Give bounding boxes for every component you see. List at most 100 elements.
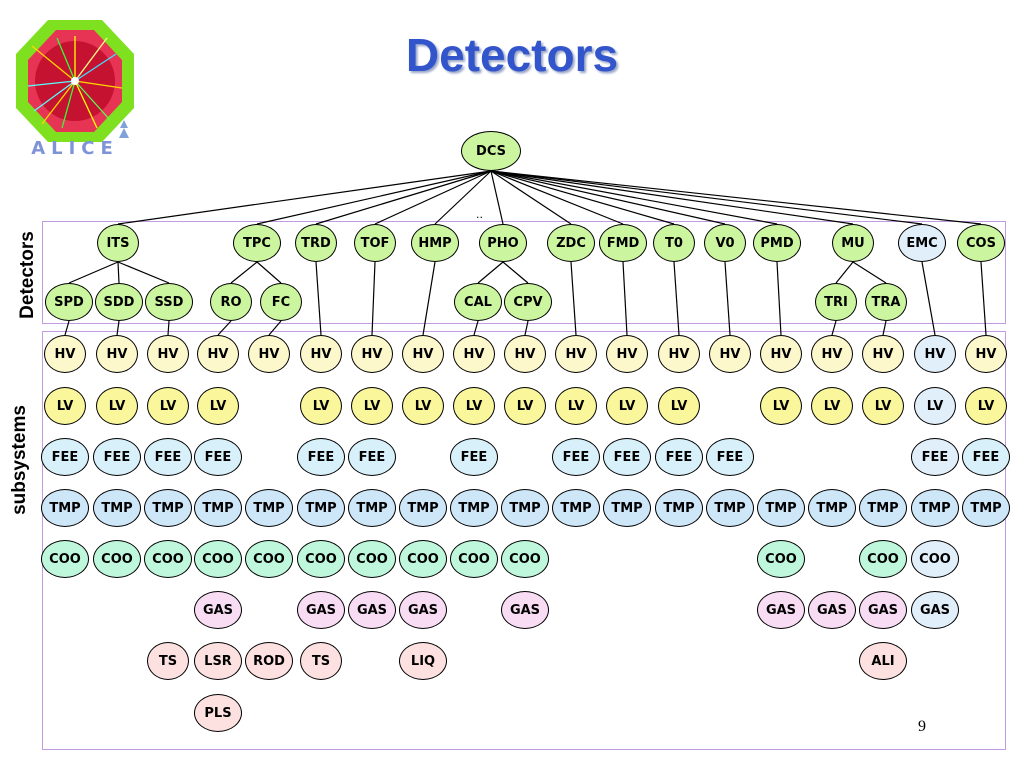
edge-pmd-subsystems: [776, 261, 782, 336]
subsystem-trd-ts: TS: [300, 642, 342, 680]
edge-tpc-fc: [256, 261, 282, 284]
subsystem-tri-gas: GAS: [808, 591, 856, 629]
subsystem-tri-hv: HV: [811, 335, 853, 373]
subsystem-t0-tmp: TMP: [655, 489, 703, 527]
detector-fmd: FMD: [599, 224, 647, 262]
subsystem-t0-hv: HV: [658, 335, 700, 373]
edge-cos-subsystems: [980, 261, 987, 336]
subsystem-trd-gas: GAS: [297, 591, 345, 629]
subsystem-hmp-tmp: TMP: [399, 489, 447, 527]
detector-trd: TRD: [295, 224, 337, 262]
subsystem-ro-hv: HV: [197, 335, 239, 373]
subsystem-tri-lv: LV: [811, 387, 853, 425]
edge-dcs-its: [117, 170, 492, 225]
subsystem-tof-lv: LV: [351, 387, 393, 425]
edge-hmp-subsystems: [422, 261, 436, 336]
edge-trd-subsystems: [315, 261, 322, 336]
subsystem-ssd-fee: FEE: [144, 438, 192, 476]
node-dcs: DCS: [461, 131, 521, 171]
edge-cal-subsystems: [473, 320, 479, 336]
subsystem-cpv-gas: GAS: [501, 591, 549, 629]
subdetector-sdd: SDD: [95, 283, 143, 321]
edge-dcs-zdc: [490, 170, 572, 225]
subsystem-hmp-hv: HV: [402, 335, 444, 373]
subsystem-sdd-tmp: TMP: [93, 489, 141, 527]
detector-pmd: PMD: [753, 224, 801, 262]
edge-fmd-subsystems: [622, 261, 628, 336]
subsystem-tra-lv: LV: [862, 387, 904, 425]
subdetector-tra: TRA: [865, 283, 907, 321]
subsystem-sdd-fee: FEE: [93, 438, 141, 476]
subsystem-tri-tmp: TMP: [808, 489, 856, 527]
detector-its: ITS: [97, 224, 139, 262]
subsystem-ssd-ts: TS: [147, 642, 189, 680]
subsystem-ro-gas: GAS: [194, 591, 242, 629]
subsystem-ro-coo: COO: [194, 540, 242, 578]
edge-dcs-fmd: [490, 170, 624, 225]
subsystem-pmd-gas: GAS: [757, 591, 805, 629]
detector-t0: T0: [653, 224, 695, 262]
subsystem-cpv-lv: LV: [504, 387, 546, 425]
subsystem-trd-tmp: TMP: [297, 489, 345, 527]
subsystem-tof-coo: COO: [348, 540, 396, 578]
subdetector-fc: FC: [260, 283, 302, 321]
edge-zdc-subsystems: [570, 261, 577, 336]
subsystem-sdd-lv: LV: [96, 387, 138, 425]
edge-pho-cpv: [502, 261, 529, 284]
detector-tpc: TPC: [233, 224, 281, 262]
subsystem-t0-lv: LV: [658, 387, 700, 425]
subsystem-zdc-hv: HV: [555, 335, 597, 373]
edge-its-ssd: [117, 261, 170, 284]
subsystem-tof-tmp: TMP: [348, 489, 396, 527]
subsystem-ro-pls: PLS: [194, 694, 242, 732]
edge-dcs-v0: [490, 170, 726, 225]
subsystem-fc-coo: COO: [245, 540, 293, 578]
subsystem-emc-hv: HV: [914, 335, 956, 373]
subsystem-spd-coo: COO: [41, 540, 89, 578]
edge-dcs-hmp: [434, 170, 492, 225]
detector-tof: TOF: [354, 224, 396, 262]
subsystem-ssd-tmp: TMP: [144, 489, 192, 527]
subsystem-hmp-gas: GAS: [399, 591, 447, 629]
subsystem-cal-coo: COO: [450, 540, 498, 578]
subsystem-spd-lv: LV: [44, 387, 86, 425]
subsystem-ro-tmp: TMP: [194, 489, 242, 527]
subsystem-v0-fee: FEE: [706, 438, 754, 476]
subsystem-zdc-tmp: TMP: [552, 489, 600, 527]
edge-ro-subsystems: [217, 320, 232, 336]
subsystem-tof-fee: FEE: [348, 438, 396, 476]
subsystem-fmd-hv: HV: [606, 335, 648, 373]
subsystem-v0-tmp: TMP: [706, 489, 754, 527]
subsystem-hmp-lv: LV: [402, 387, 444, 425]
subsystem-sdd-coo: COO: [93, 540, 141, 578]
page-title: Detectors: [405, 29, 619, 81]
subsystem-trd-hv: HV: [300, 335, 342, 373]
edge-dcs-t0: [490, 170, 675, 225]
subsystem-zdc-lv: LV: [555, 387, 597, 425]
subsystem-emc-coo: COO: [911, 540, 959, 578]
subsystem-ssd-coo: COO: [144, 540, 192, 578]
subsystem-pmd-hv: HV: [760, 335, 802, 373]
edge-dcs-trd: [315, 170, 492, 225]
edge-fc-subsystems: [268, 320, 282, 336]
detectors-frame: [42, 221, 1006, 324]
subsystem-emc-tmp: TMP: [911, 489, 959, 527]
subdetector-tri: TRI: [815, 283, 857, 321]
edge-dcs-tpc: [256, 170, 492, 225]
subsystem-fc-rod: ROD: [245, 642, 293, 680]
subsystem-cal-lv: LV: [453, 387, 495, 425]
edge-dcs-mu: [490, 170, 854, 225]
subsystem-t0-fee: FEE: [655, 438, 703, 476]
subsystem-cos-hv: HV: [965, 335, 1007, 373]
edge-ssd-subsystems: [167, 320, 170, 336]
subsystem-cal-fee: FEE: [450, 438, 498, 476]
subsystem-spd-tmp: TMP: [41, 489, 89, 527]
detector-mu: MU: [832, 224, 874, 262]
subsystem-pmd-lv: LV: [760, 387, 802, 425]
subsystem-cpv-tmp: TMP: [501, 489, 549, 527]
subsystem-fmd-lv: LV: [606, 387, 648, 425]
subsystem-hmp-coo: COO: [399, 540, 447, 578]
edge-its-sdd: [117, 261, 120, 284]
subsystem-emc-fee: FEE: [911, 438, 959, 476]
page-number: 9: [918, 718, 926, 735]
